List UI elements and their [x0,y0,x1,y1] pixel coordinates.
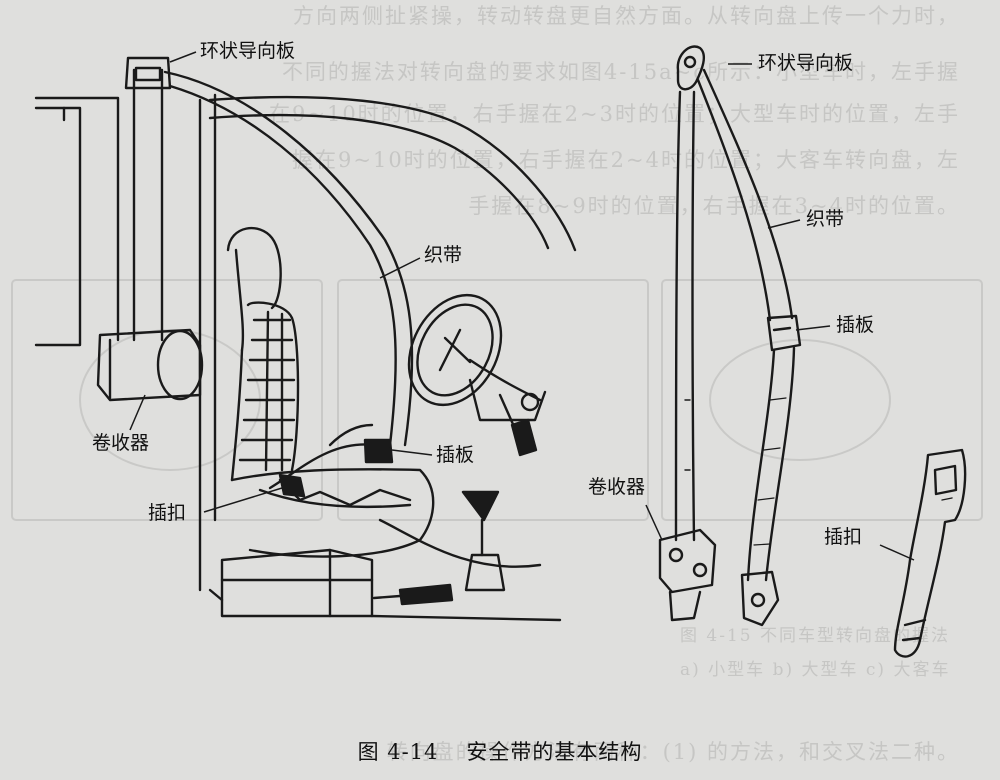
label-buckle-right: 插扣 [824,526,863,548]
bleed-through-line-2: 不同的握法对转向盘的要求如图4-15a~c所示：小型车时，左手握 [281,60,960,84]
figure-number: 图 4-14 [357,740,439,764]
label-retractor-left: 卷收器 [92,432,150,454]
label-webbing-left: 织带 [424,244,463,266]
label-tongue-left: 插板 [436,444,475,466]
bleed-through-bottom-line: 转向盘的操作方法有两种：(1) 的方法，和交叉法二种。 [386,740,960,764]
label-retractor-right: 卷收器 [588,476,646,498]
left-car-interior [34,56,577,622]
bleed-through-line-3: 在9~10时的位置，右手握在2~3时的位置；大型车时的位置，左手 [269,102,960,126]
label-ring-guide-right: 环状导向板 [758,52,854,74]
bleed-through-line-5: 手握在8~9时的位置，右手握在3~4时的位置。 [468,194,960,218]
bleed-through-figure-subcaption: a) 小型车 b) 大型车 c) 大客车 [680,660,951,680]
right-seatbelt-assembly [658,45,967,658]
bleed-through-line-1: 方向两侧扯紧操，转动转盘更自然方面。从转向盘上传一个力时， [293,4,960,28]
label-webbing-right: 织带 [806,208,845,230]
label-tongue-right: 插板 [836,314,875,336]
figure-caption: 图 4-14 安全带的基本结构 [0,736,1000,766]
label-buckle-left: 插扣 [148,502,187,524]
bleed-through-figure-caption: 图 4-15 不同车型转向盘的握法 [680,626,950,646]
bleed-through-line-4: 握在9~10时的位置，右手握在2~4时的位置；大客车转向盘，左 [292,148,960,172]
figure-title: 安全带的基本结构 [466,740,643,764]
label-ring-guide-left: 环状导向板 [200,40,296,62]
